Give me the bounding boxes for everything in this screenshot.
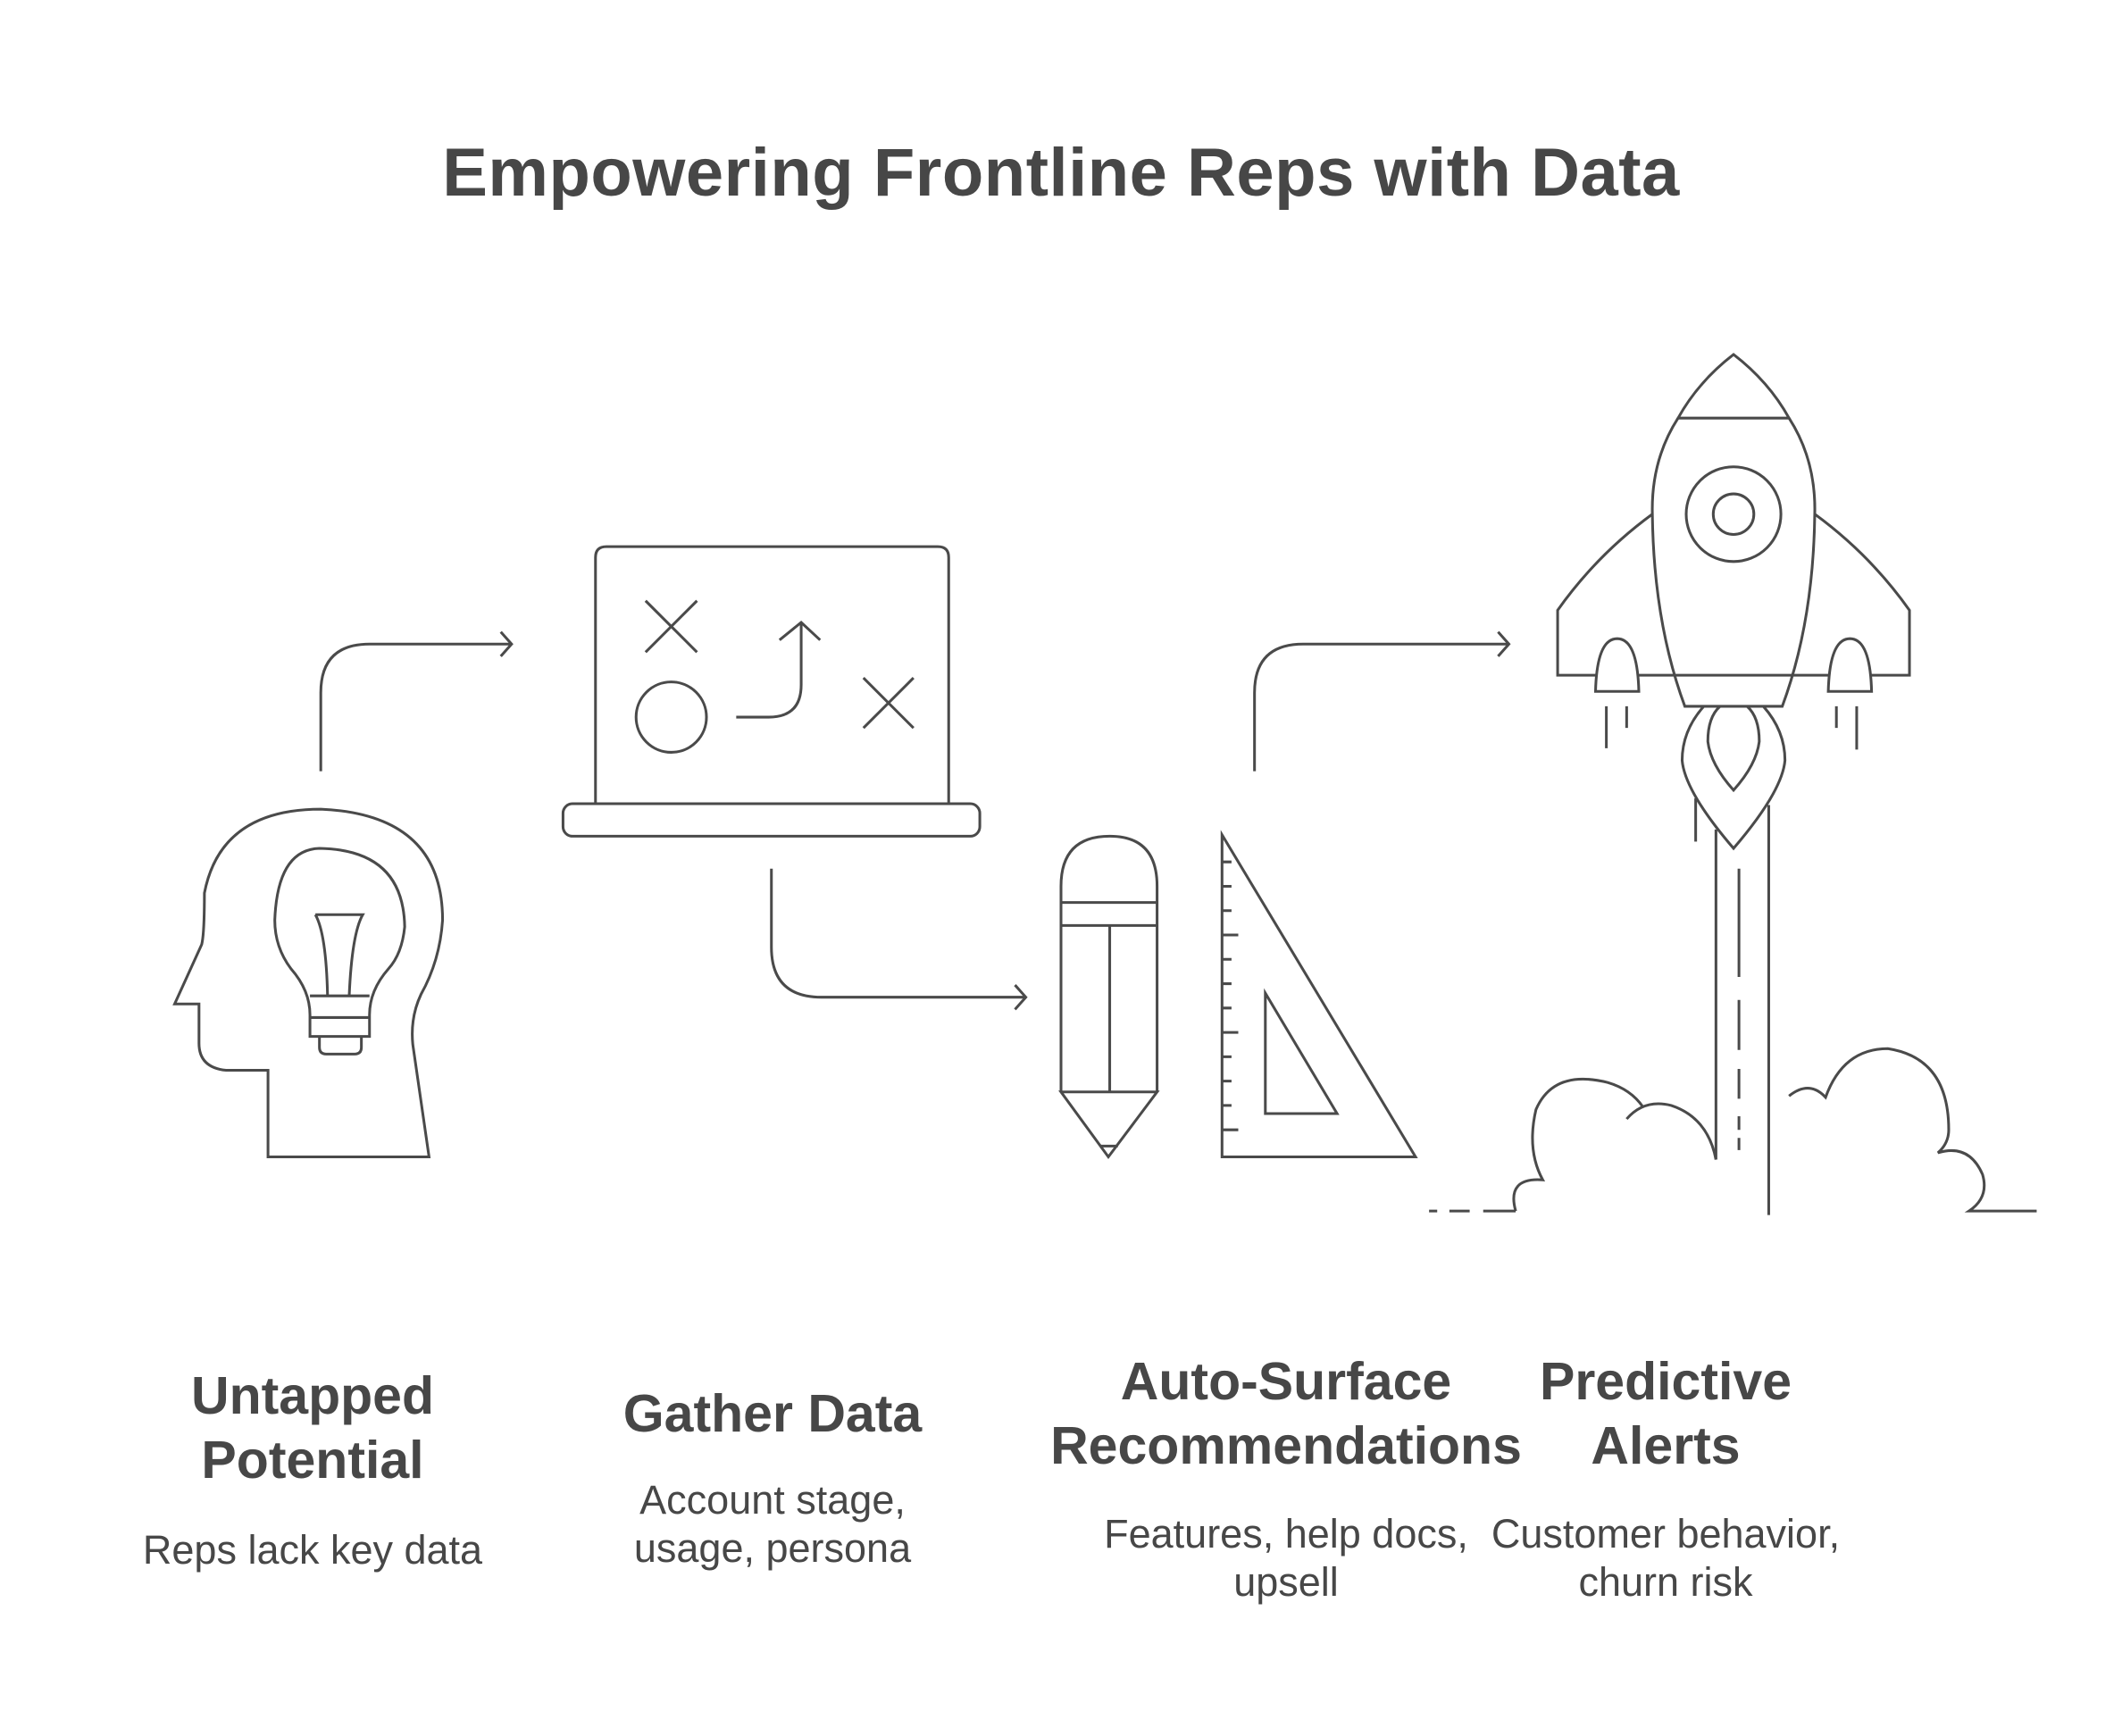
pencil-icon [1058,834,1160,1160]
connector-arrow-2 [770,868,1028,1011]
heading-line: Recommendations [1050,1416,1522,1475]
connector-arrow-3 [1253,630,1511,772]
laptop-strategy-icon [561,545,982,838]
rocket-launch-icon [1556,353,1911,1215]
step-heading: Gather Data [545,1381,1000,1446]
cloud-icon [1429,1047,2037,1213]
heading-line: Potential [201,1431,424,1490]
step-description: Reps lack key data [85,1526,540,1574]
heading-line: Alerts [1591,1416,1741,1475]
diagram-title: Empowering Frontline Reps with Data [442,135,1680,211]
step-description: Features, help docs,upsell [1027,1510,1545,1607]
heading-line: Untapped [190,1366,435,1425]
description-line: usage, persona [633,1525,912,1571]
step-description: Account stage,usage, persona [545,1476,1000,1573]
step-description: Customer behavior,churn risk [1469,1510,1862,1607]
description-line: Customer behavior, [1491,1511,1841,1557]
description-line: upsell [1233,1559,1339,1605]
heading-line: Auto-Surface [1120,1352,1452,1411]
description-line: churn risk [1578,1559,1753,1605]
heading-line: Predictive [1539,1352,1792,1411]
step-gather-data: Gather Data Account stage,usage, persona [545,1381,1000,1573]
description-line: Account stage, [639,1477,906,1523]
set-square-icon [1220,830,1418,1159]
description-line: Reps lack key data [142,1527,483,1573]
description-line: Features, help docs, [1104,1511,1468,1557]
heading-line: Gather Data [622,1384,923,1443]
head-lightbulb-icon [172,807,445,1159]
connector-arrow-1 [319,630,514,772]
